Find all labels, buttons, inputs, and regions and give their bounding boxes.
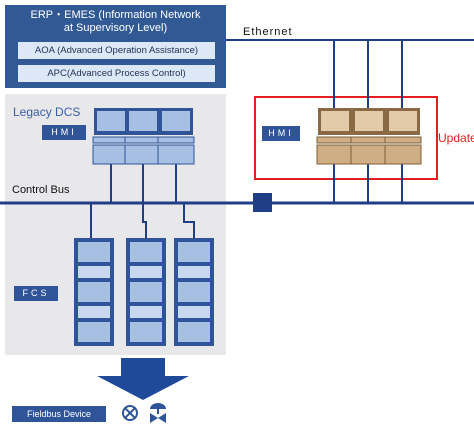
fcs-tag-overlay: FCS (14, 286, 58, 301)
update-hmi-bus-links (333, 164, 403, 203)
ethernet-label: Ethernet (243, 26, 293, 38)
down-arrow-icon (97, 358, 189, 400)
update-label: Update (438, 131, 474, 145)
legacy-hmi-group (92, 108, 195, 165)
fcs-cabinet-3 (174, 238, 214, 346)
erp-title-line2: at Supervisory Level) (63, 22, 168, 34)
update-hmi-tag: HMI (262, 126, 300, 141)
legacy-hmi-3 (157, 108, 195, 165)
legacy-hmi-tag: HMI (42, 125, 86, 140)
update-hmi-2 (350, 108, 388, 165)
control-bus-label: Control Bus (12, 184, 70, 196)
erp-title-line1: ERP・EMES (Information Network (30, 9, 201, 21)
legacy-hmi-1 (92, 108, 130, 165)
bus-repeater-box (253, 193, 272, 212)
fieldbus-device-label: Fieldbus Device (12, 406, 106, 422)
legacy-hmi-bus-links (110, 164, 177, 203)
ethernet-drops (333, 40, 403, 110)
aoa-label: AOA (Advanced Operation Assistance) (18, 42, 215, 59)
valve-icon (122, 405, 138, 421)
erp-emes-box: ERP・EMES (Information Network at Supervi… (5, 5, 226, 88)
fcs-cabinet-2 (126, 238, 166, 346)
fcs-bus-links (90, 203, 195, 240)
control-valve-icon (150, 403, 166, 423)
erp-title: ERP・EMES (Information Network at Supervi… (5, 9, 226, 35)
ethernet-line (226, 39, 474, 41)
legacy-hmi-2 (124, 108, 162, 165)
update-hmi-1 (316, 108, 354, 165)
update-hmi-3 (384, 108, 422, 165)
legacy-dcs-title: Legacy DCS (13, 105, 81, 119)
fcs-cabinet-1 (74, 238, 114, 346)
fcs-cabinets (74, 238, 214, 346)
apc-label: APC(Advanced Process Control) (18, 65, 215, 82)
update-hmi-group (316, 108, 422, 165)
